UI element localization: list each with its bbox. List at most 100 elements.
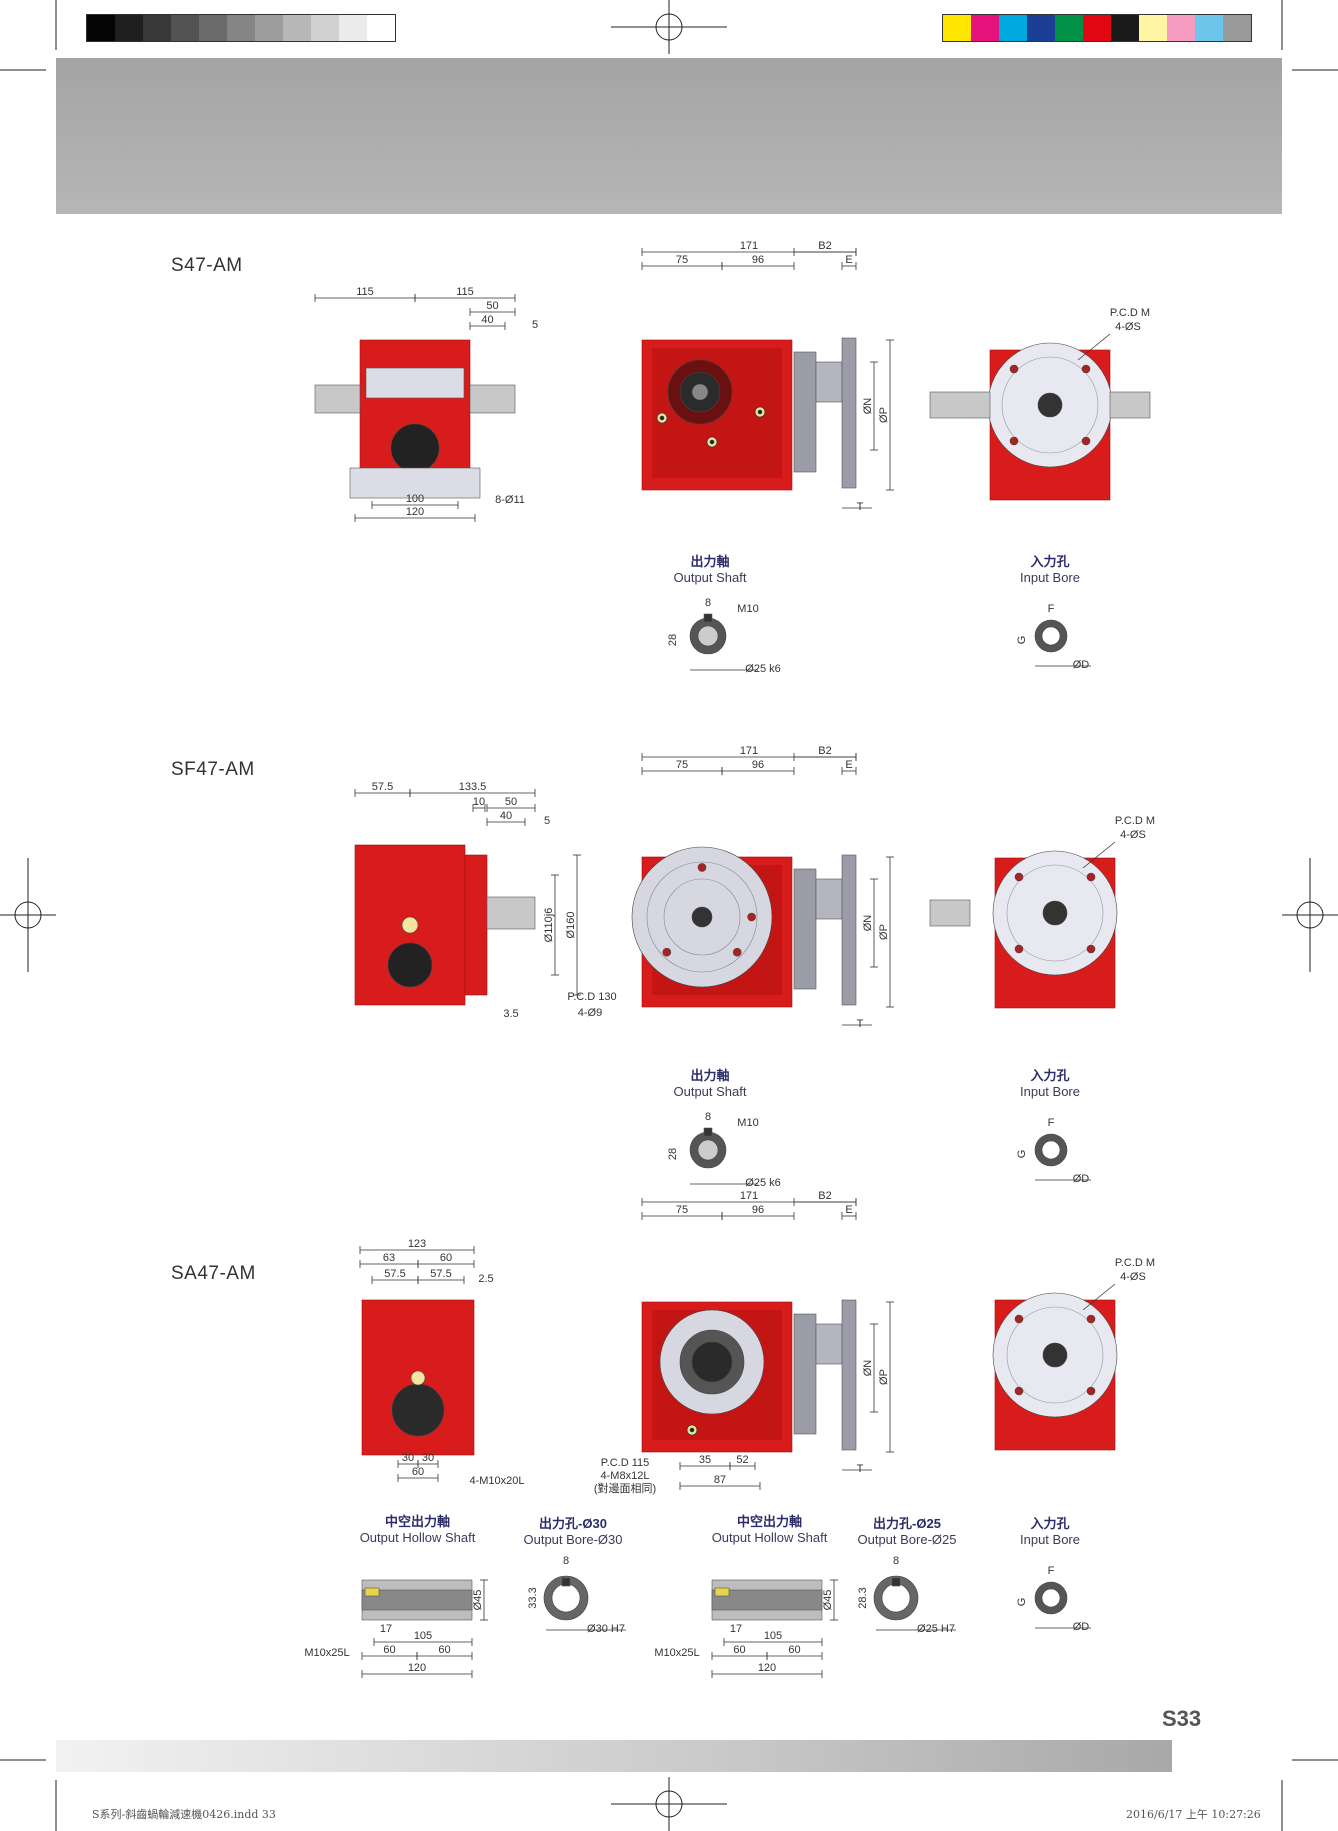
sa47-b-dim-60b-label: 60 <box>788 1644 800 1656</box>
sf47-side-flange-hole <box>732 947 742 957</box>
s47-end-motor-bolt <box>1081 364 1091 374</box>
sa47-dim-30b-label: 30 <box>422 1452 434 1464</box>
s47-output-diameter: Ø25 k6 <box>745 663 780 675</box>
sf47-dim-57-5-label: 57.5 <box>372 781 393 793</box>
sf47-output-key-height: 28 <box>667 1148 679 1160</box>
sa47-input-label-g: G <box>1016 1598 1028 1607</box>
grayscale-bar <box>86 14 396 42</box>
sa47-front-vent <box>410 1370 426 1386</box>
sf47-end-motor-bolt <box>1086 944 1096 954</box>
sa47-dim-2-5: 2.5 <box>478 1273 493 1285</box>
s47-output-key-height: 28 <box>667 634 679 646</box>
s47-side-dim-p-label: ØP <box>878 407 890 423</box>
sf47-dim-10-label: 10 <box>473 796 485 808</box>
sf47-input-bore-inner <box>1041 1140 1061 1160</box>
sf47-dim-160-label: Ø160 <box>565 912 577 939</box>
color-swatch-10 <box>1223 15 1251 41</box>
model-title-s47: S47-AM <box>171 255 243 276</box>
sa47-a-dim-120-label: 120 <box>408 1662 426 1674</box>
sa47-a-dim-m10: M10x25L <box>304 1647 349 1659</box>
s47-end-motor-bolt <box>1081 436 1091 446</box>
s47-side-output-shaft-end <box>691 383 709 401</box>
sa47-side-dim-b-label: 96 <box>752 1204 764 1216</box>
sa47-dim-57-5b-label: 57.5 <box>430 1268 451 1280</box>
sf47-dim-110j6-label: Ø110j6 <box>543 908 555 943</box>
gray-swatch-9 <box>339 15 367 41</box>
s47-input-bore-inner <box>1041 626 1061 646</box>
s47-dim-100-label: 100 <box>406 493 424 505</box>
sf47-side-flange-hole <box>697 863 707 872</box>
s47-end-motor-bolt <box>1009 436 1019 446</box>
s47-output-key <box>703 613 713 623</box>
s47-side-dim-e-label: E <box>845 254 852 266</box>
sa47-bore-30-keyway <box>561 1577 571 1587</box>
color-swatch-0 <box>943 15 971 41</box>
sf47-side-flange-ring-inner <box>663 878 741 956</box>
sf47-pcd-holes: 4-Ø9 <box>578 1007 602 1019</box>
s47-input-label-g: G <box>1016 636 1028 645</box>
sf47-front-flange <box>464 854 488 996</box>
sa47-end-motor-bolt <box>1086 1386 1096 1396</box>
sa47-end-motor-shaft <box>1042 1342 1068 1368</box>
sa47-bore-25-inner <box>881 1583 911 1613</box>
sa47-bore-30-dim-height: 33.3 <box>527 1587 539 1608</box>
s47-front-cover <box>365 367 465 399</box>
s47-output-key-width: 8 <box>705 597 711 609</box>
sa47-pcd-note: (對邊面相同) <box>594 1481 656 1495</box>
sf47-dim-5: 5 <box>544 815 550 827</box>
sf47-end-motor-shaft <box>1042 900 1068 926</box>
s47-dim-115a-label: 115 <box>356 286 374 298</box>
sf47-output-diameter: Ø25 k6 <box>745 1177 780 1189</box>
sa47-side-dim-e-label: E <box>845 1204 852 1216</box>
sa47-pcd-threads: 4-M8x12L <box>601 1470 650 1482</box>
s47-end-end-shaft <box>929 391 991 419</box>
sa47-b-hollow-thread <box>714 1587 730 1597</box>
sf47-side-dim-n-label: ØN <box>862 915 874 932</box>
footer-timestamp: 2016/6/17 上午 10:27:26 <box>1126 1808 1261 1821</box>
s47-front-shaft-left <box>314 384 361 414</box>
s47-side-motor-flange <box>841 337 857 489</box>
s47-end-motor-shaft <box>1037 392 1063 418</box>
sa47-dim-123-label: 123 <box>408 1238 426 1250</box>
sf47-side-dim-e-label: E <box>845 759 852 771</box>
color-swatch-6 <box>1111 15 1139 41</box>
color-swatch-9 <box>1195 15 1223 41</box>
sa47-dim-60-label: 60 <box>412 1466 424 1478</box>
model-title-sa47: SA47-AM <box>171 1263 256 1284</box>
sa47-side-dim-total-label: 171 <box>740 1190 758 1202</box>
gray-swatch-2 <box>143 15 171 41</box>
sf47-side-flange-hole <box>747 912 756 922</box>
sa47-a-dim-60b-label: 60 <box>438 1644 450 1656</box>
sa47-dim-35-label: 35 <box>699 1454 711 1466</box>
s47-dim-holes: 8-Ø11 <box>495 494 525 506</box>
s47-dim-115b-label: 115 <box>456 286 474 298</box>
sa47-dim-57-5a-label: 57.5 <box>384 1268 405 1280</box>
color-swatch-4 <box>1055 15 1083 41</box>
sf47-end-motor-bolt <box>1014 872 1024 882</box>
sa47-end-pcd-leader <box>1082 1283 1116 1311</box>
sf47-front-vent <box>401 916 419 934</box>
gray-swatch-4 <box>199 15 227 41</box>
s47-dim-120-label: 120 <box>406 506 424 518</box>
sf47-input-label-g: G <box>1016 1150 1028 1159</box>
sa47-side-dim-n-label: ØN <box>862 1360 874 1377</box>
s47-end-end-shaft-b <box>1109 391 1151 419</box>
s47-dim-5: 5 <box>532 319 538 331</box>
sf47-side-dim-p-label: ØP <box>878 924 890 940</box>
s47-front-foot <box>349 467 481 499</box>
gray-swatch-3 <box>171 15 199 41</box>
sa47-a-hollow-bore <box>361 1589 473 1611</box>
sf47-end-motor-bolt <box>1014 944 1024 954</box>
sf47-dim-133-5-label: 133.5 <box>459 781 487 793</box>
sf47-side-adapter-neck <box>815 878 843 920</box>
sa47-input-bore-inner <box>1041 1588 1061 1608</box>
s47-end-pcd-leader <box>1077 333 1111 361</box>
gray-swatch-8 <box>311 15 339 41</box>
sa47-a-hollow-thread <box>364 1587 380 1597</box>
sa47-side-hollow-bore <box>691 1341 733 1383</box>
